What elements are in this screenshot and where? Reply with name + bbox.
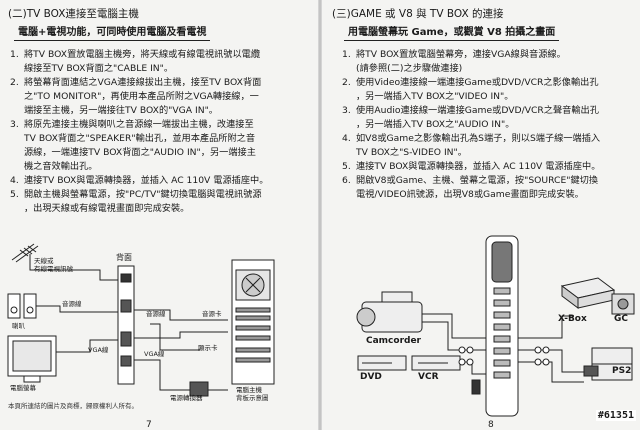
step-number: 4.	[342, 133, 351, 144]
step-number: 6.	[342, 175, 351, 186]
step-number: 3.	[10, 119, 19, 130]
audio-cable-label: 音源線	[62, 300, 82, 308]
section-subtitle-left: 電腦+電視功能，可同時使用電腦及看電視	[14, 22, 211, 41]
step-line: 使用Audio連接線一端連接Game或DVD/VCR之聲音輸出孔	[356, 105, 599, 116]
book-gutter	[318, 0, 322, 430]
step-item: 2. 使用Video連接線一端連接Game或DVD/VCR之影像輸出孔 ，另一端插入…	[342, 76, 600, 104]
pc-connection-diagram	[7, 243, 275, 397]
step-line: 連接TV BOX與電源轉換器，並插入 AC 110V 電源插座中。	[356, 161, 601, 172]
audio-card-label: 音源卡	[202, 310, 222, 318]
step-item: 5. 連接TV BOX與電源轉換器，並插入 AC 110V 電源插座中。	[342, 160, 600, 174]
display-card-label: 顯示卡	[198, 344, 218, 352]
step-line: 開啟V8或Game、主機、螢幕之電源，按"SOURCE"鍵切換	[356, 175, 599, 186]
step-line: 源線，一端連接TV BOX背面之"AUDIO IN"，另一端接主	[24, 147, 256, 158]
step-item: 2. 將螢幕背面連結之VGA連接線拔出主機，接至TV BOX背面之"TO MONI…	[10, 76, 268, 118]
step-line: 機之音效輸出孔。	[24, 161, 98, 172]
image-id-stamp: #61351	[595, 410, 636, 421]
step-item: 6. 開啟V8或Game、主機、螢幕之電源，按"SOURCE"鍵切換電視/VIDE…	[342, 174, 600, 202]
steps-list-left: 1. 將TV BOX置放電腦主機旁，將天線或有線電視訊號以電纜線接至TV BOX背…	[10, 48, 268, 216]
antenna-label: 天線或 有線電視訊號	[34, 257, 73, 273]
step-line: 將原先連接主機與喇叭之音源線一端拔出主機，改連接至	[24, 119, 254, 130]
power-adapter-label: 電源轉換器	[170, 394, 203, 402]
step-line: ，另一端插入TV BOX之"VIDEO IN"。	[356, 91, 514, 102]
camcorder-label: Camcorder	[366, 336, 421, 346]
section-subtitle-right: 用電腦螢幕玩 Game，或觀賞 V8 拍攝之畫面	[344, 22, 560, 41]
step-line: TV BOX背面之"SPEAKER"輸出孔，並用本產品所附之音	[24, 133, 256, 144]
step-line: 如V8或Game之影像輸出孔為S端子，則以S端子線一端插入	[356, 133, 601, 144]
step-line: 開啟主機與螢幕電源，按"PC/TV"鍵切換電腦與電視訊號源	[24, 189, 262, 200]
step-line: 將TV BOX置放電腦螢幕旁，連接VGA線與音源線。	[356, 49, 566, 60]
gc-label: GC	[614, 314, 628, 324]
step-item: 1. 將TV BOX置放電腦螢幕旁，連接VGA線與音源線。 (請參照(二)之步驟做連…	[342, 48, 600, 76]
step-line: 連接TV BOX與電源轉換器，並插入 AC 110V 電源插座中。	[24, 175, 269, 186]
step-line: ，另一端插入TV BOX之"AUDIO IN"。	[356, 119, 515, 130]
xbox-label: X-Box	[558, 314, 587, 324]
page-number-left: 7	[146, 420, 152, 430]
step-line: 之"TO MONITOR"，再使用本產品所附之VGA轉接線，一	[24, 91, 259, 102]
monitor-label: 電腦螢幕	[10, 384, 36, 392]
step-line: 將螢幕背面連結之VGA連接線拔出主機，接至TV BOX背面	[24, 77, 262, 88]
step-item: 3. 使用Audio連接線一端連接Game或DVD/VCR之聲音輸出孔 ，另一端插入…	[342, 104, 600, 132]
vcr-label: VCR	[418, 372, 439, 382]
step-number: 5.	[342, 161, 351, 172]
speaker-label: 喇叭	[12, 322, 25, 330]
step-number: 4.	[10, 175, 19, 186]
vga-label: VGA線	[88, 346, 109, 354]
steps-list-right: 1. 將TV BOX置放電腦螢幕旁，連接VGA線與音源線。 (請參照(二)之步驟做連…	[342, 48, 600, 202]
pc-back-label: 電腦主機 背板示意圖	[236, 386, 269, 402]
step-item: 4. 連接TV BOX與電源轉換器，並插入 AC 110V 電源插座中。	[10, 174, 268, 188]
step-number: 1.	[10, 49, 19, 60]
step-line: (請參照(二)之步驟做連接)	[356, 63, 463, 74]
step-line: 線接至TV BOX背面之"CABLE IN"。	[24, 63, 174, 74]
step-line: TV BOX之"S-VIDEO IN"。	[356, 147, 467, 158]
step-number: 3.	[342, 105, 351, 116]
audio2-label: 音源線	[146, 310, 166, 318]
step-item: 4. 如V8或Game之影像輸出孔為S端子，則以S端子線一端插入 TV BOX之"S…	[342, 132, 600, 160]
step-line: 使用Video連接線一端連接Game或DVD/VCR之影像輸出孔	[356, 77, 599, 88]
copyright-note: 本頁所連結的圖片及商標，歸原權利人所有。	[8, 402, 138, 410]
step-item: 5. 開啟主機與螢幕電源，按"PC/TV"鍵切換電腦與電視訊號源 ，出現天線或有線電…	[10, 188, 268, 216]
step-number: 1.	[342, 49, 351, 60]
step-line: 將TV BOX置放電腦主機旁，將天線或有線電視訊號以電纜	[24, 49, 261, 60]
right-page: (三)GAME 或 V8 與 TV BOX 的連接 用電腦螢幕玩 Game，或觀…	[322, 0, 640, 430]
back-label: 背面	[116, 253, 132, 262]
left-page: (二)TV BOX連接至電腦主機 電腦+電視功能，可同時使用電腦及看電視 1. 將…	[0, 0, 318, 430]
step-number: 5.	[10, 189, 19, 200]
section-title-right: (三)GAME 或 V8 與 TV BOX 的連接	[332, 8, 504, 20]
step-number: 2.	[10, 77, 19, 88]
page-number-right: 8	[488, 420, 494, 430]
ps2-label: PS2	[612, 366, 632, 376]
step-number: 2.	[342, 77, 351, 88]
section-title-left: (二)TV BOX連接至電腦主機	[8, 8, 139, 20]
step-item: 1. 將TV BOX置放電腦主機旁，將天線或有線電視訊號以電纜線接至TV BOX背…	[10, 48, 268, 76]
step-line: ，出現天線或有線電視畫面即完成安裝。	[24, 203, 190, 214]
step-line: 端接至主機，另一端接往TV BOX的"VGA IN"。	[24, 105, 218, 116]
step-item: 3. 將原先連接主機與喇叭之音源線一端拔出主機，改連接至 TV BOX背面之"SPE…	[10, 118, 268, 174]
game-connection-diagram	[356, 235, 635, 417]
dvd-label: DVD	[360, 372, 382, 382]
step-line: 電視/VIDEO訊號源，出現V8或Game畫面即完成安裝。	[356, 189, 584, 200]
vga2-label: VGA線	[144, 350, 165, 358]
